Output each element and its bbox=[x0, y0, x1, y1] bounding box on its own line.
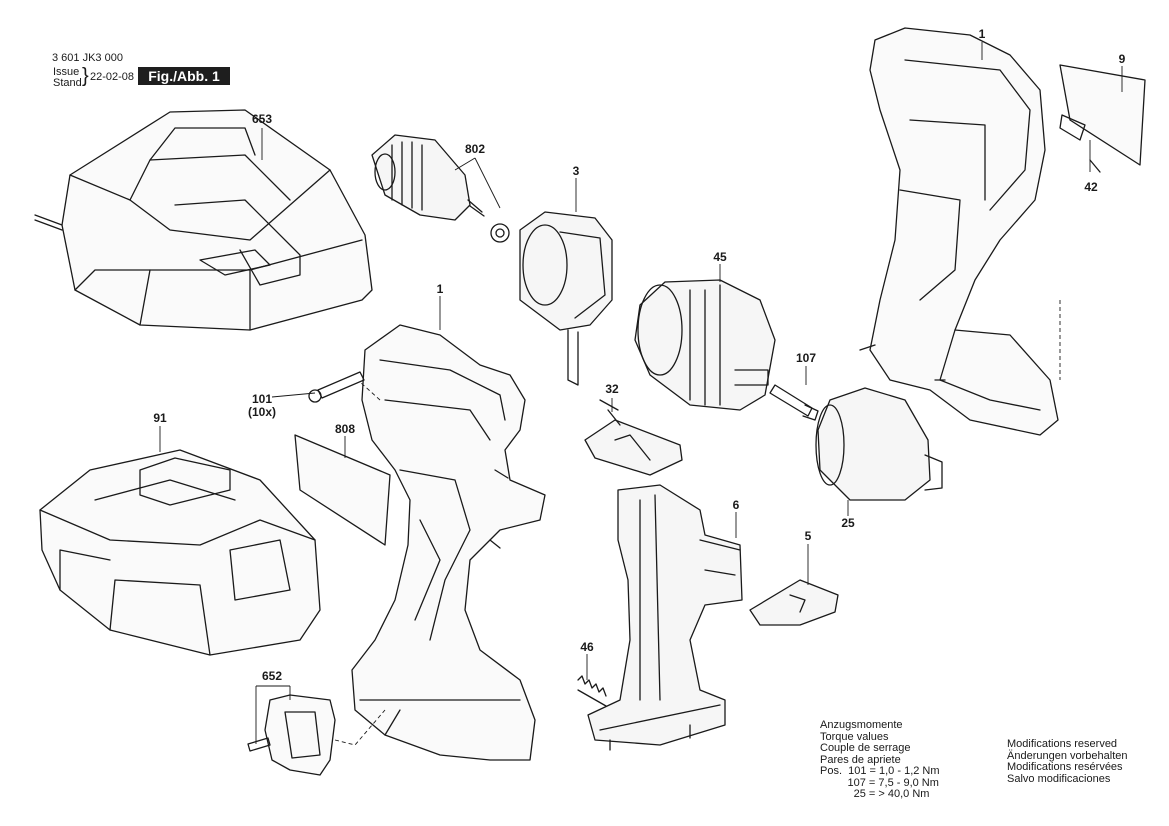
housing-half-part-1-right bbox=[859, 27, 1146, 436]
callout-101-quantity: (10x) bbox=[247, 405, 277, 419]
callout-1-top: 1 bbox=[978, 27, 986, 41]
callout-802: 802 bbox=[464, 142, 486, 156]
stand-label: Stand bbox=[53, 77, 82, 89]
modifications-es: Salvo modificaciones bbox=[1007, 772, 1111, 785]
callout-1-mid: 1 bbox=[436, 282, 444, 296]
switch-module-part-6 bbox=[587, 484, 743, 751]
charger-part-653 bbox=[34, 109, 373, 331]
callout-45: 45 bbox=[713, 250, 727, 264]
torque-title-ro: Pares de apriete bbox=[820, 753, 901, 766]
spring-part-46 bbox=[577, 675, 607, 707]
torque-row-25: 25 = > 40,0 Nm bbox=[820, 788, 930, 800]
brace-glyph: } bbox=[82, 65, 89, 87]
housing-half-part-1-center bbox=[351, 324, 546, 761]
callout-91: 91 bbox=[153, 411, 167, 425]
belt-clip-part-652 bbox=[247, 694, 336, 776]
callout-6: 6 bbox=[732, 498, 740, 512]
screw-part-107 bbox=[769, 384, 819, 421]
callout-107: 107 bbox=[795, 351, 817, 365]
callout-652: 652 bbox=[261, 669, 283, 683]
gearbox-part-45 bbox=[634, 279, 776, 411]
torque-values-note: Anzugsmomente Torque values Couple de se… bbox=[820, 719, 940, 801]
callout-808: 808 bbox=[334, 422, 356, 436]
figure-label: Fig./Abb. 1 bbox=[138, 67, 230, 85]
callout-9: 9 bbox=[1118, 52, 1126, 66]
callout-42: 42 bbox=[1084, 180, 1098, 194]
battery-pack-part-91 bbox=[39, 449, 321, 656]
torque-title-fr: Couple de serrage bbox=[820, 742, 911, 754]
screw-part-101 bbox=[308, 371, 365, 403]
slider-part-5 bbox=[749, 579, 839, 626]
torque-row-101: Pos. 101 = 1,0 - 1,2 Nm bbox=[820, 765, 940, 777]
callout-101: 101 bbox=[251, 392, 273, 406]
modifications-de: Änderungen vorbehalten bbox=[1007, 749, 1128, 762]
chuck-part-25 bbox=[815, 387, 943, 501]
modifications-note: Modifications reserved Änderungen vorbeh… bbox=[1007, 738, 1128, 785]
torque-title-en: Torque values bbox=[820, 730, 889, 743]
issue-date: 22-02-08 bbox=[90, 71, 135, 83]
motor-housing-part-3 bbox=[519, 211, 613, 386]
callout-3: 3 bbox=[572, 164, 580, 178]
torque-title-de: Anzugsmomente bbox=[820, 719, 903, 731]
motor-armature-part-802 bbox=[371, 134, 510, 243]
leader-lines bbox=[159, 42, 1123, 746]
modifications-en: Modifications reserved bbox=[1007, 738, 1118, 750]
modifications-fr: Modifications resérvées bbox=[1007, 761, 1123, 773]
callout-32: 32 bbox=[605, 382, 619, 396]
switch-part-32 bbox=[584, 399, 683, 476]
callout-653: 653 bbox=[251, 112, 273, 126]
callout-46: 46 bbox=[580, 640, 594, 654]
callout-5: 5 bbox=[804, 529, 812, 543]
issue-label: Issue bbox=[53, 66, 80, 78]
torque-row-107: 107 = 7,5 - 9,0 Nm bbox=[820, 776, 939, 789]
doc-number: 3 601 JK3 000 bbox=[52, 52, 123, 64]
label-part-808 bbox=[294, 434, 391, 546]
callout-25: 25 bbox=[841, 516, 855, 530]
